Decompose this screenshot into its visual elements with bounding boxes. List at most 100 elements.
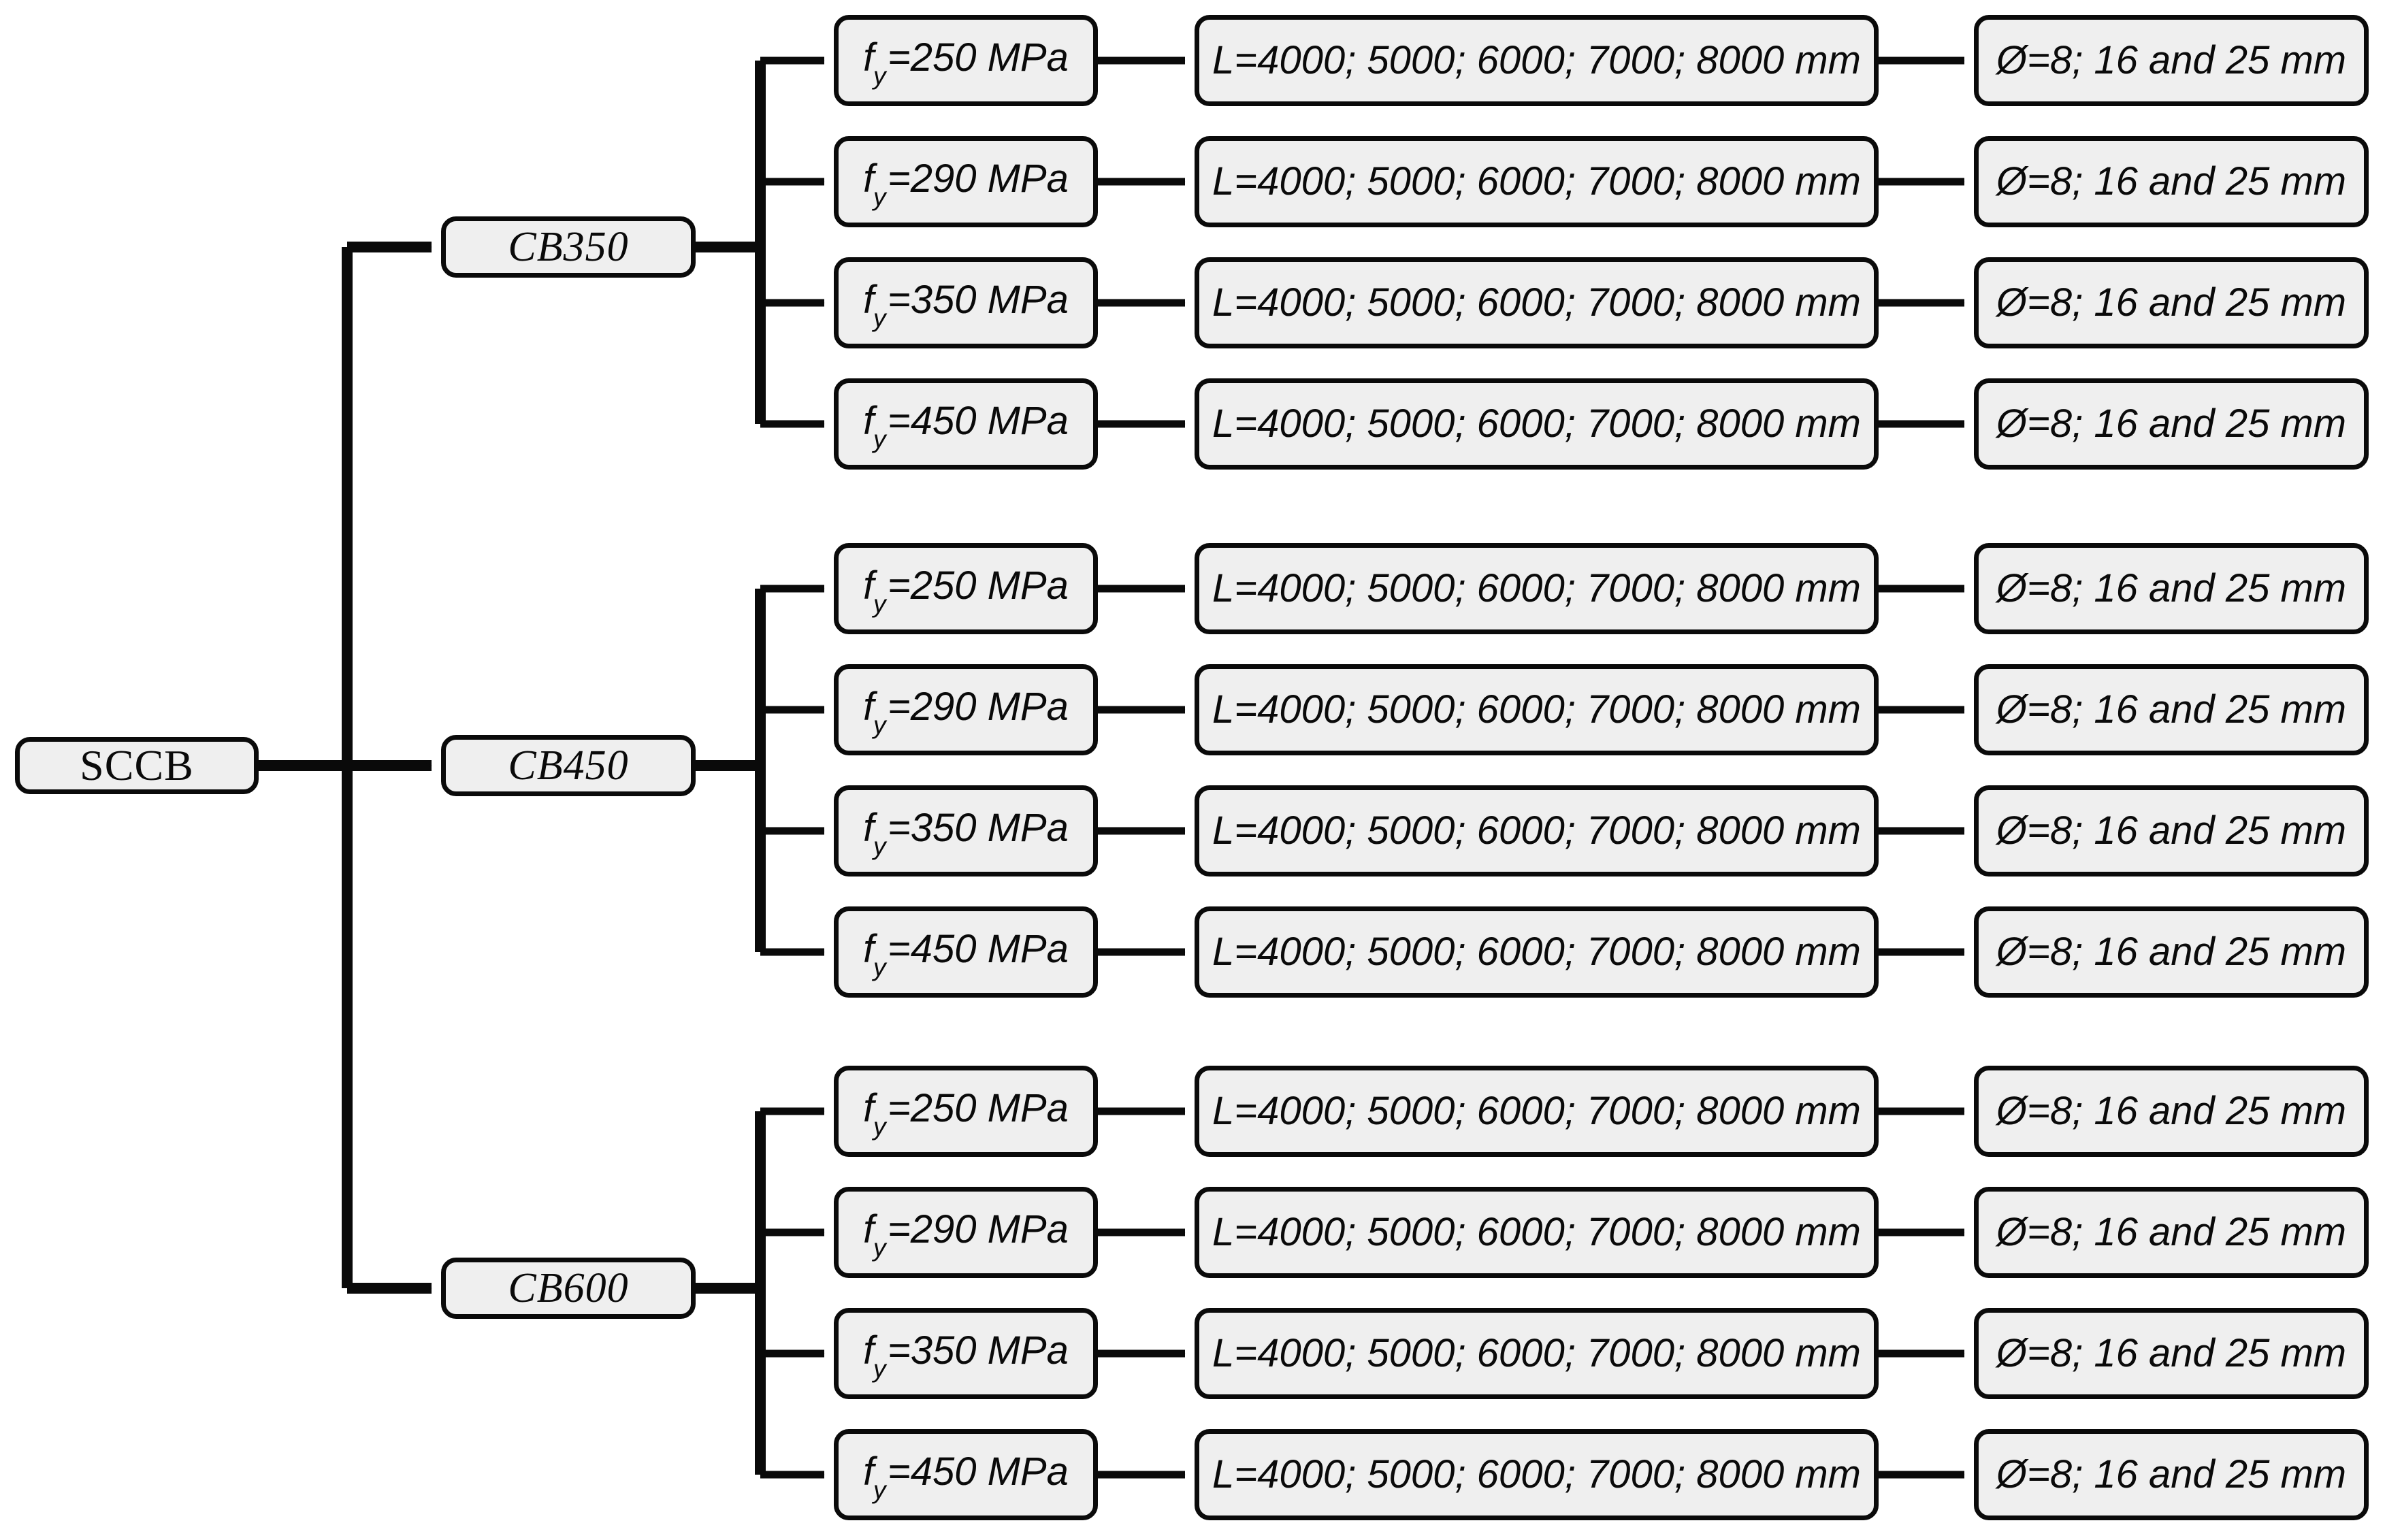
node-diameter-label: Ø=8; 16 and 25 mm [1996, 1452, 2347, 1496]
fy-subscript: y [873, 182, 886, 212]
fy-value: =250 MPa [887, 1085, 1069, 1130]
node-diameter-label: Ø=8; 16 and 25 mm [1996, 930, 2347, 974]
node-diameter-label: Ø=8; 16 and 25 mm [1996, 159, 2347, 203]
node-diameter-label: Ø=8; 16 and 25 mm [1996, 1089, 2347, 1133]
node-length-label: L=4000; 5000; 6000; 7000; 8000 mm [1212, 402, 1861, 446]
node-length[interactable]: L=4000; 5000; 6000; 7000; 8000 mm [1195, 906, 1879, 998]
fy-variable: f [863, 398, 875, 443]
fy-variable: f [863, 1449, 875, 1494]
fy-variable: f [863, 563, 875, 608]
node-class-cb600[interactable]: CB600 [441, 1258, 696, 1319]
fy-variable: f [863, 1207, 875, 1251]
node-length[interactable]: L=4000; 5000; 6000; 7000; 8000 mm [1195, 1066, 1879, 1157]
node-length-label: L=4000; 5000; 6000; 7000; 8000 mm [1212, 38, 1861, 82]
node-length-label: L=4000; 5000; 6000; 7000; 8000 mm [1212, 687, 1861, 732]
node-length-label: L=4000; 5000; 6000; 7000; 8000 mm [1212, 1452, 1861, 1496]
fy-value: =290 MPa [887, 684, 1069, 729]
node-fy-label: fy=290 MPa [863, 684, 1069, 738]
node-diameter-label: Ø=8; 16 and 25 mm [1996, 687, 2347, 732]
node-diameter[interactable]: Ø=8; 16 and 25 mm [1974, 906, 2369, 998]
fy-variable: f [863, 684, 875, 729]
node-diameter-label: Ø=8; 16 and 25 mm [1996, 38, 2347, 82]
node-length-label: L=4000; 5000; 6000; 7000; 8000 mm [1212, 159, 1861, 203]
node-length[interactable]: L=4000; 5000; 6000; 7000; 8000 mm [1195, 1429, 1879, 1520]
fy-variable: f [863, 926, 875, 971]
fy-value: =450 MPa [887, 398, 1069, 443]
fy-value: =350 MPa [887, 1328, 1069, 1373]
fy-variable: f [863, 805, 875, 850]
node-fy[interactable]: fy=290 MPa [834, 136, 1098, 227]
node-length-label: L=4000; 5000; 6000; 7000; 8000 mm [1212, 808, 1861, 853]
node-fy[interactable]: fy=290 MPa [834, 664, 1098, 755]
node-fy-label: fy=450 MPa [863, 1449, 1069, 1503]
node-length[interactable]: L=4000; 5000; 6000; 7000; 8000 mm [1195, 15, 1879, 106]
node-diameter[interactable]: Ø=8; 16 and 25 mm [1974, 15, 2369, 106]
node-diameter[interactable]: Ø=8; 16 and 25 mm [1974, 1066, 2369, 1157]
node-class-cb350[interactable]: CB350 [441, 216, 696, 278]
node-fy-label: fy=290 MPa [863, 156, 1069, 210]
node-length[interactable]: L=4000; 5000; 6000; 7000; 8000 mm [1195, 664, 1879, 755]
node-fy-label: fy=350 MPa [863, 1328, 1069, 1381]
fy-variable: f [863, 35, 875, 80]
node-fy[interactable]: fy=350 MPa [834, 785, 1098, 877]
node-diameter-label: Ø=8; 16 and 25 mm [1996, 808, 2347, 853]
fy-subscript: y [873, 953, 886, 982]
fy-value: =350 MPa [887, 805, 1069, 850]
fy-value: =350 MPa [887, 277, 1069, 322]
node-diameter[interactable]: Ø=8; 16 and 25 mm [1974, 1187, 2369, 1278]
node-fy[interactable]: fy=450 MPa [834, 1429, 1098, 1520]
node-diameter[interactable]: Ø=8; 16 and 25 mm [1974, 543, 2369, 634]
node-length[interactable]: L=4000; 5000; 6000; 7000; 8000 mm [1195, 1308, 1879, 1399]
fy-subscript: y [873, 61, 886, 91]
node-length[interactable]: L=4000; 5000; 6000; 7000; 8000 mm [1195, 1187, 1879, 1278]
node-diameter[interactable]: Ø=8; 16 and 25 mm [1974, 1308, 2369, 1399]
node-fy[interactable]: fy=250 MPa [834, 543, 1098, 634]
node-diameter[interactable]: Ø=8; 16 and 25 mm [1974, 257, 2369, 348]
fy-value: =450 MPa [887, 1449, 1069, 1494]
fy-subscript: y [873, 710, 886, 740]
node-diameter[interactable]: Ø=8; 16 and 25 mm [1974, 378, 2369, 470]
node-diameter[interactable]: Ø=8; 16 and 25 mm [1974, 1429, 2369, 1520]
node-length-label: L=4000; 5000; 6000; 7000; 8000 mm [1212, 930, 1861, 974]
fy-variable: f [863, 1328, 875, 1373]
node-fy[interactable]: fy=450 MPa [834, 906, 1098, 998]
node-diameter-label: Ø=8; 16 and 25 mm [1996, 566, 2347, 610]
node-diameter[interactable]: Ø=8; 16 and 25 mm [1974, 136, 2369, 227]
fy-subscript: y [873, 1112, 886, 1141]
node-root-label: SCCB [80, 741, 194, 789]
node-length-label: L=4000; 5000; 6000; 7000; 8000 mm [1212, 1089, 1861, 1133]
node-class-label: CB450 [508, 742, 629, 789]
node-length[interactable]: L=4000; 5000; 6000; 7000; 8000 mm [1195, 543, 1879, 634]
fy-value: =290 MPa [887, 156, 1069, 201]
node-root-sccb[interactable]: SCCB [15, 737, 259, 794]
fy-variable: f [863, 1085, 875, 1130]
fy-value: =250 MPa [887, 563, 1069, 608]
node-diameter[interactable]: Ø=8; 16 and 25 mm [1974, 664, 2369, 755]
node-length[interactable]: L=4000; 5000; 6000; 7000; 8000 mm [1195, 378, 1879, 470]
node-length-label: L=4000; 5000; 6000; 7000; 8000 mm [1212, 566, 1861, 610]
fy-variable: f [863, 156, 875, 201]
fy-subscript: y [873, 832, 886, 861]
node-fy-label: fy=350 MPa [863, 277, 1069, 331]
fy-value: =290 MPa [887, 1207, 1069, 1251]
node-length[interactable]: L=4000; 5000; 6000; 7000; 8000 mm [1195, 136, 1879, 227]
node-diameter-label: Ø=8; 16 and 25 mm [1996, 1210, 2347, 1254]
node-fy-label: fy=290 MPa [863, 1207, 1069, 1260]
node-fy-label: fy=450 MPa [863, 926, 1069, 980]
node-diameter[interactable]: Ø=8; 16 and 25 mm [1974, 785, 2369, 877]
node-fy[interactable]: fy=250 MPa [834, 1066, 1098, 1157]
node-fy[interactable]: fy=450 MPa [834, 378, 1098, 470]
node-class-cb450[interactable]: CB450 [441, 735, 696, 796]
node-diameter-label: Ø=8; 16 and 25 mm [1996, 280, 2347, 325]
node-fy[interactable]: fy=350 MPa [834, 257, 1098, 348]
node-fy[interactable]: fy=250 MPa [834, 15, 1098, 106]
node-fy-label: fy=250 MPa [863, 35, 1069, 88]
node-fy-label: fy=250 MPa [863, 1085, 1069, 1139]
node-fy[interactable]: fy=290 MPa [834, 1187, 1098, 1278]
node-length[interactable]: L=4000; 5000; 6000; 7000; 8000 mm [1195, 785, 1879, 877]
node-fy[interactable]: fy=350 MPa [834, 1308, 1098, 1399]
node-diameter-label: Ø=8; 16 and 25 mm [1996, 402, 2347, 446]
fy-subscript: y [873, 1475, 886, 1505]
node-length[interactable]: L=4000; 5000; 6000; 7000; 8000 mm [1195, 257, 1879, 348]
